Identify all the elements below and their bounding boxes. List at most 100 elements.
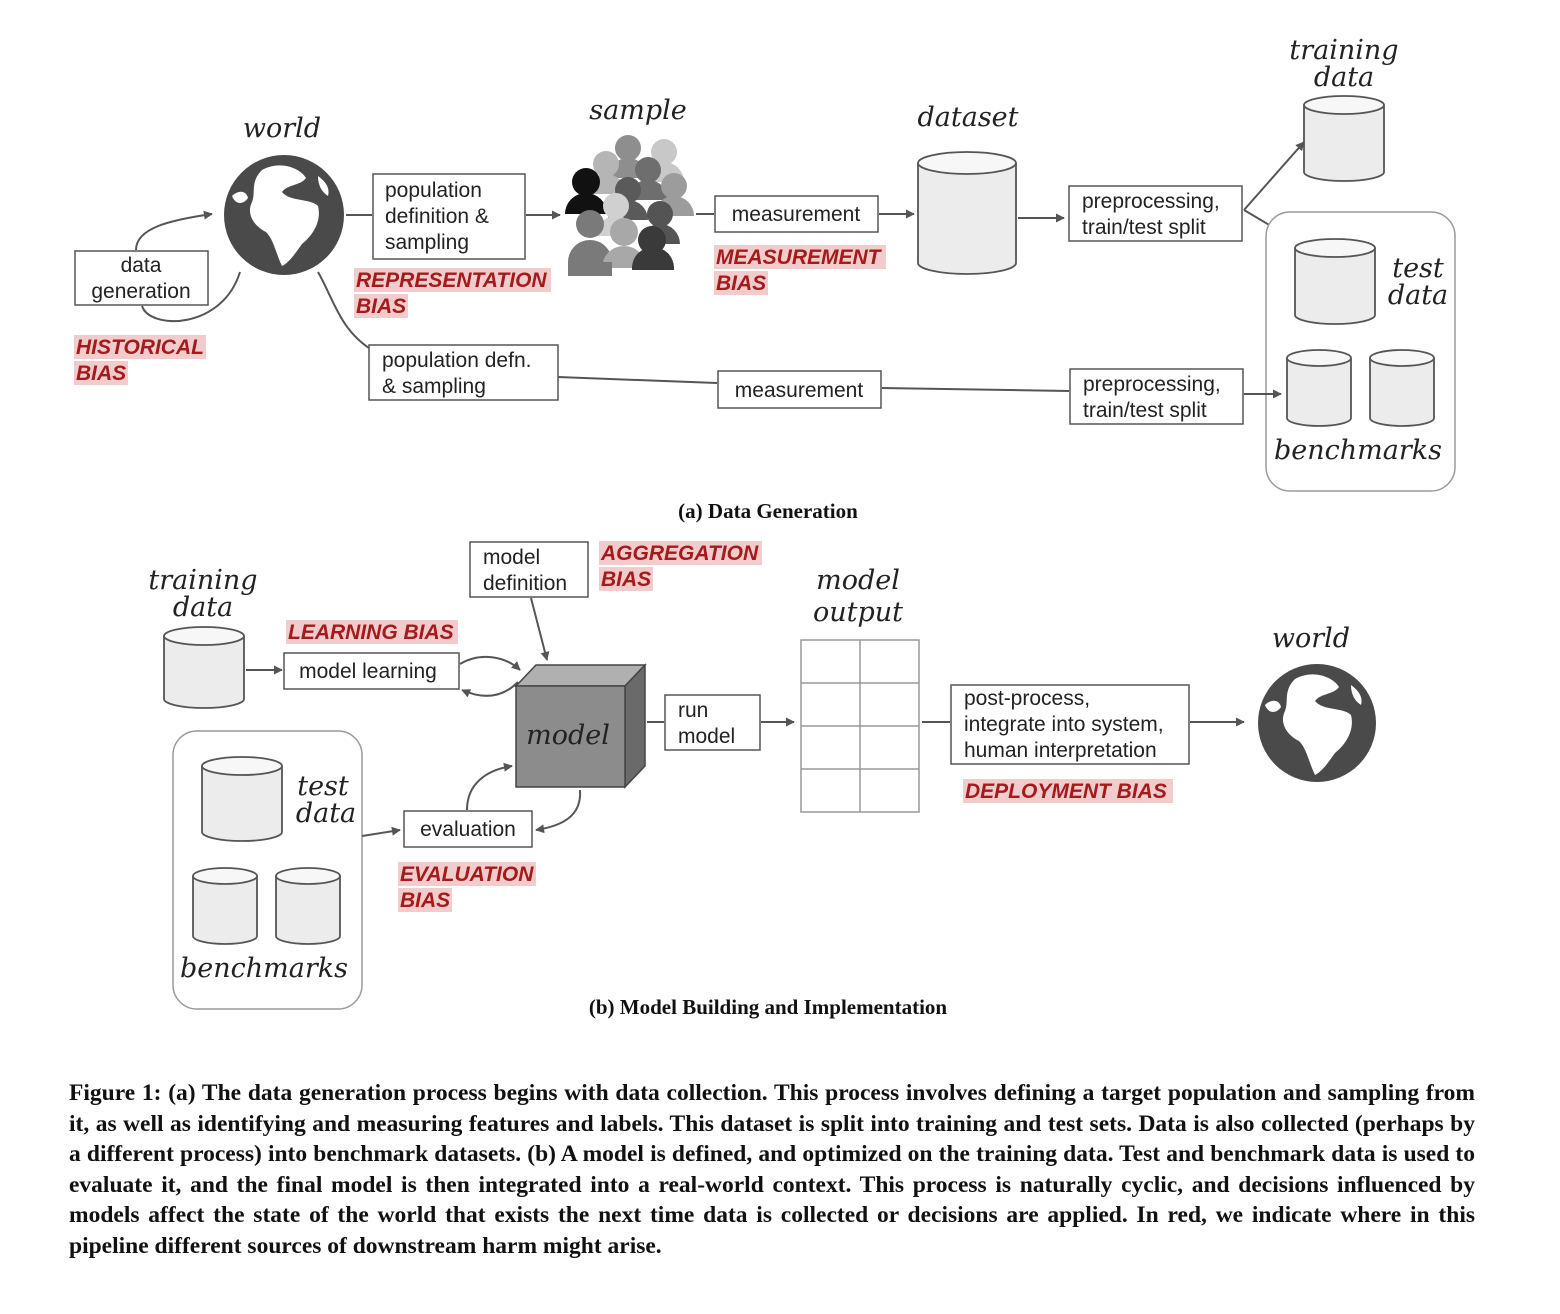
postprocess-box [950,684,1190,765]
population-definition-box [372,173,526,260]
test-data-cylinder-icon [1294,238,1376,325]
sample-people-icon [565,135,694,276]
figure-caption: Figure 1: (a) The data generation proces… [69,1080,1475,1259]
b-test-data-cylinder-icon [201,756,283,842]
test-data-title-2: data [1388,280,1448,311]
world-title: world [243,113,321,144]
data-generation-label-2: generation [91,280,190,303]
model-to-evaluation-arrow [535,789,582,834]
world-globe-icon [224,155,344,275]
definition-to-model-arrow [530,597,550,661]
measurement-box [714,195,879,233]
population-defn-label-2: & sampling [382,375,486,398]
run-model-box [664,694,761,751]
aggregation-bias-highlight-1 [599,541,762,565]
measurement-bias-highlight-1 [714,245,886,269]
learning-bias-label: LEARNING BIAS [288,621,454,644]
model-definition-box [469,541,589,598]
representation-bias-highlight-2 [354,294,408,318]
evaluation-label: evaluation [420,818,516,841]
measurement-to-preprocessing-line [881,387,1070,392]
aggregation-bias-label-1: AGGREGATION [600,542,759,565]
run-model-label-2: model [678,725,735,748]
measurement-bias-label-1: MEASUREMENT [716,246,883,269]
population-definition-label-3: sampling [385,231,469,254]
population-defn-to-measurement-line [557,376,718,384]
sample-title: sample [589,95,686,126]
training-data-title-2: data [1314,62,1374,93]
benchmark-cylinder-icon [1286,349,1352,427]
deployment-bias-highlight [963,779,1173,803]
representation-bias-label-1: REPRESENTATION [356,269,547,292]
historical-bias-label-1: HISTORICAL [76,336,204,359]
run-model-label-1: run [678,699,708,722]
panel-b-caption: (b) Model Building and Implementation [589,995,948,1019]
measurement-label-2: measurement [735,379,864,402]
world-to-population-defn-line [317,271,373,351]
model-output-grid-icon [800,639,920,813]
learning-bias-highlight [286,620,458,644]
b-training-data-cylinder-icon [163,626,245,709]
b-world-title: world [1272,623,1350,654]
evaluation-box [403,810,533,848]
panel-a-data-generation: world data generation HISTORICAL BIAS po… [74,35,1456,523]
historical-loop-down-line [141,271,241,323]
preprocessing-label-1: preprocessing, [1082,190,1220,213]
postprocess-label-1: post-process, [964,687,1090,710]
postprocess-label-3: human interpretation [964,739,1157,762]
b-benchmark-cylinder-icon [275,867,341,945]
historical-bias-label-2: BIAS [76,362,126,385]
dataset-title: dataset [917,102,1018,133]
training-data-cylinder-icon [1303,95,1385,182]
b-training-data-title-1: training [148,565,257,596]
benchmarks-title: benchmarks [1274,435,1442,466]
data-generation-label-1: data [121,254,162,277]
population-definition-label-2: definition & [385,205,489,228]
preprocessing-to-training-arrow [1243,141,1305,211]
test-to-evaluation-arrow [361,826,401,837]
b-test-data-title-1: test [297,771,349,802]
representation-bias-highlight-1 [354,268,551,292]
aggregation-bias-highlight-2 [599,567,653,591]
model-to-learning-arrow [461,681,519,698]
preprocessing-label-2: train/test split [1082,216,1206,239]
preprocessing-2-label-2: train/test split [1083,399,1207,422]
benchmark-cylinder-icon [1369,349,1435,427]
historical-bias-highlight-2 [74,361,128,385]
panel-b-model-building: training data LEARNING BIAS model learni… [148,541,1376,1019]
model-definition-label-2: definition [483,572,567,595]
evaluation-bias-label-1: EVALUATION [400,863,534,886]
deployment-bias-label: DEPLOYMENT BIAS [965,780,1167,803]
training-data-title-1: training [1289,35,1398,66]
bias-pipeline-diagram: world data generation HISTORICAL BIAS po… [74,35,1456,1019]
model-cube-icon [514,663,647,789]
preprocessing-box [1068,185,1243,242]
b-benchmarks-title: benchmarks [180,953,348,984]
dataset-cylinder-icon [917,151,1017,275]
representation-bias-label-2: BIAS [356,295,406,318]
evaluation-to-model-arrow [466,762,513,811]
evaluation-bias-label-2: BIAS [400,889,450,912]
model-learning-label: model learning [299,660,437,683]
aggregation-bias-label-2: BIAS [601,568,651,591]
measurement-bias-label-2: BIAS [716,272,766,295]
population-defn-label-1: population defn. [382,349,531,372]
preprocessing-box-2 [1069,368,1244,425]
test-data-title-1: test [1392,253,1444,284]
measurement-box-2 [717,370,882,409]
b-training-data-title-2: data [173,592,233,623]
model-definition-label-1: model [483,546,540,569]
evaluation-bias-highlight-2 [398,888,452,912]
b-benchmark-cylinder-icon [192,867,258,945]
historical-loop-up-arrow [135,210,213,251]
model-output-title-2: output [813,597,903,628]
evaluation-bias-highlight-1 [398,862,536,886]
b-world-globe-icon [1258,664,1376,782]
measurement-label: measurement [732,203,861,226]
data-generation-box [74,250,209,306]
model-learning-box [283,652,460,690]
measurement-bias-highlight-2 [714,271,768,295]
learning-to-model-arrow [459,655,521,671]
panel-a-caption: (a) Data Generation [678,499,858,523]
model-cube-label: model [526,720,610,751]
